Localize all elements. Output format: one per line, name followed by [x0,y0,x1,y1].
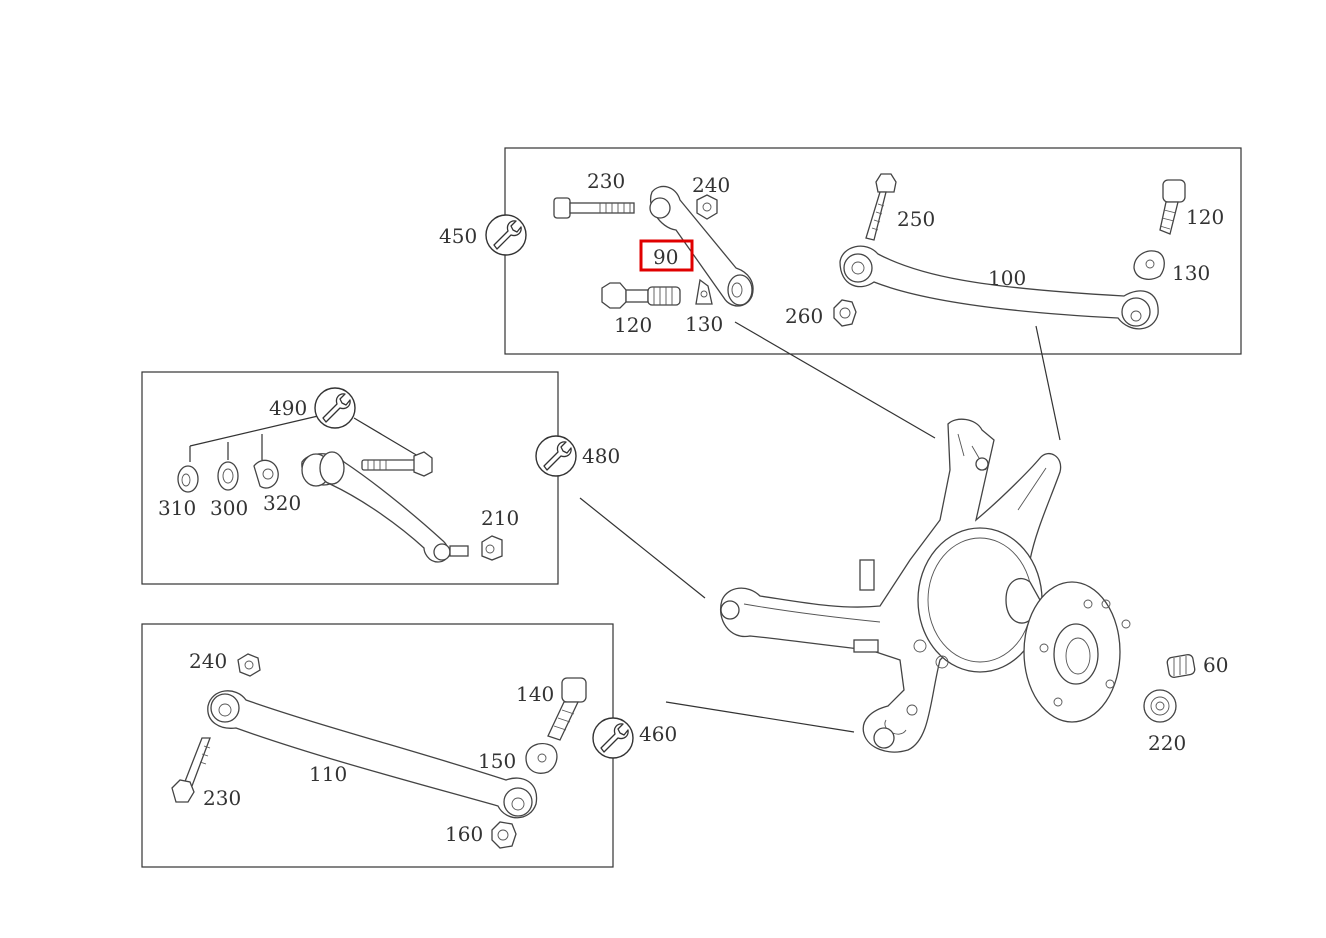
nut-240-top [696,194,718,220]
callout-120[interactable]: 120 [1186,205,1224,229]
callout-490[interactable]: 490 [269,396,307,420]
wrench-icon[interactable] [314,387,356,429]
arm-490 [301,451,469,563]
part-320 [253,459,279,489]
bolt-230-top [553,197,635,219]
callout-320[interactable]: 320 [263,491,301,515]
callout-220[interactable]: 220 [1148,731,1186,755]
callout-230[interactable]: 230 [587,169,625,193]
nut-210 [481,535,503,561]
arm-100 [839,245,1159,330]
bolt-230-bottom [171,737,211,803]
bolt-140 [547,677,587,741]
callout-230[interactable]: 230 [203,786,241,810]
callout-210[interactable]: 210 [481,506,519,530]
callout-90[interactable]: 90 [653,245,678,269]
plate-150 [525,743,558,774]
callout-250[interactable]: 250 [897,207,935,231]
callout-130[interactable]: 130 [685,312,723,336]
arm-110 [207,690,538,819]
callout-240[interactable]: 240 [189,649,227,673]
plate-130-top-right [1133,250,1165,280]
callout-160[interactable]: 160 [445,822,483,846]
part-300 [217,461,239,491]
hub-carrier [720,418,1131,753]
callout-260[interactable]: 260 [785,304,823,328]
callout-450[interactable]: 450 [439,224,477,248]
callout-310[interactable]: 310 [158,496,196,520]
callout-140[interactable]: 140 [516,682,554,706]
highlight-box [639,239,694,272]
wrench-icon[interactable] [535,435,577,477]
nut-240-bottom [237,653,261,677]
plate-130-top-left [695,278,713,305]
callout-120[interactable]: 120 [614,313,652,337]
bolt-490 [361,451,433,477]
arm-90 [649,185,754,307]
callout-300[interactable]: 300 [210,496,248,520]
bolt-250 [865,173,897,241]
bolt-120-top-left [601,282,681,309]
callout-130[interactable]: 130 [1172,261,1210,285]
group-frame-middle [141,371,559,585]
leader-lines [189,321,1061,733]
callout-460[interactable]: 460 [639,722,677,746]
nut-220 [1143,689,1177,723]
callout-150[interactable]: 150 [478,749,516,773]
callout-480[interactable]: 480 [582,444,620,468]
nut-160 [491,821,517,849]
callout-110[interactable]: 110 [309,762,347,786]
callout-100[interactable]: 100 [988,266,1026,290]
callout-60[interactable]: 60 [1203,653,1228,677]
wrench-icon[interactable] [592,717,634,759]
bolt-60 [1166,654,1196,678]
part-310 [177,465,199,493]
wrench-icon[interactable] [485,214,527,256]
bolt-120-top-right [1159,179,1186,235]
nut-260 [833,299,857,327]
callout-240[interactable]: 240 [692,173,730,197]
